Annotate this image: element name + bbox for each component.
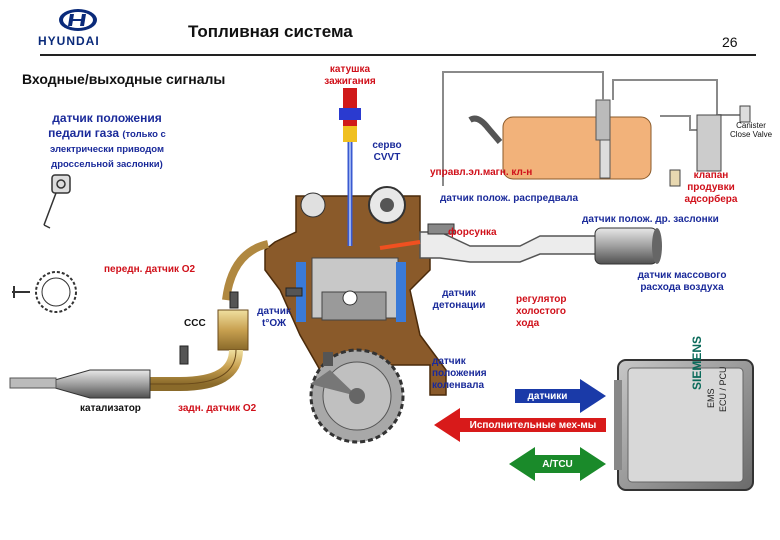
ccc-label: CCC [184,318,206,329]
pedal-sensor-label: датчик положения педали газа (только с э… [22,111,192,172]
o2-sensor-icon [179,287,303,365]
crank-wheel-icon [309,348,405,444]
sensors-arrow-label: датчики [527,391,568,402]
ecu-line1: EMS [706,388,716,408]
atcu-arrow-label: A/TCU [542,459,573,470]
knock-sensor-label: датчик детонации [432,288,486,311]
canister-icon [669,105,751,187]
page-number: 26 [722,34,738,50]
canister-close-valve-label: Canister Close Valve [729,121,773,139]
solenoid-valve-label: управл.эл.магн. кл-н [430,167,533,178]
hyundai-logo-icon [59,9,97,31]
coolant-temp-label: датчик t°ОЖ [257,306,291,329]
sensors-arrow-icon [515,379,606,413]
maf-sensor-icon [594,227,662,265]
rear-o2-label: задн. датчик O2 [178,403,257,414]
fuel-tank-icon [468,99,652,180]
throttle-sensor-label: датчик полож. др. заслонки [582,214,719,225]
servo-label: серво CVVT [372,140,402,163]
ecu-line2: ECU / PCU [718,366,728,412]
pedal-sensor-icon [43,174,71,229]
atcu-arrow-icon [509,447,606,481]
pedal-line3: электрически приводом [50,144,164,155]
brand-logo-text: HYUNDAI [38,34,100,48]
page-title: Топливная система [188,22,353,41]
pedal-note: (только с [122,129,166,140]
section-subtitle: Входные/выходные сигналы [22,71,226,87]
cam-sensor-label: датчик полож. распредвала [440,193,579,204]
fuel-lines [442,71,740,186]
front-o2-label: передн. датчик O2 [104,264,196,275]
trigger-wheel-icon [12,271,77,313]
purge-valve-label: клапан продувки адсорбера [684,170,738,205]
catalyst-label: катализатор [80,403,141,414]
catalyst-icon [9,369,151,399]
actuators-arrow-label: Исполнительные мех-мы [469,420,597,431]
header-rule [40,54,756,56]
ecu-box-icon [614,359,754,491]
ecu-brand-label: SIEMENS [690,335,704,390]
exhaust-pipe-icon [150,240,270,391]
pedal-line1: датчик положения [52,111,162,125]
injector-label: форсунка [448,227,497,238]
ignition-coil-label: катушка зажигания [324,64,376,87]
ignition-coil-icon [339,88,361,246]
maf-sensor-label: датчик массового расхода воздуха [637,270,727,293]
crank-sensor-label: датчик положения коленвала [432,356,487,391]
idle-regulator-label: регулятор холостого хода [516,294,567,329]
pedal-line2: педали газа [48,126,119,140]
actuators-arrow-icon [434,408,606,442]
pedal-line4: дроссельной заслонки) [51,159,163,170]
